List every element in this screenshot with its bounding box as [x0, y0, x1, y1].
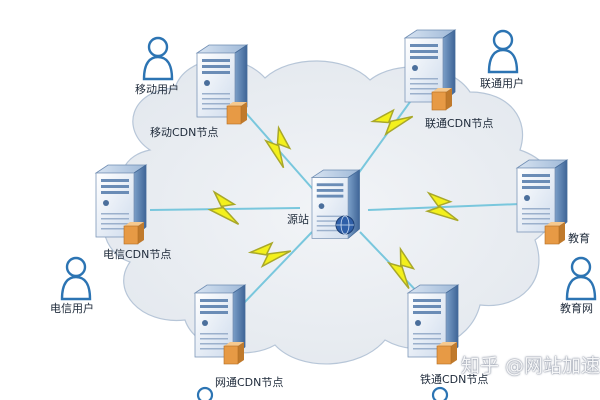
- storage-box-icon: [436, 341, 458, 365]
- link-origin-mobile: [244, 111, 319, 196]
- server-netcom-cdn: [194, 284, 246, 365]
- user-icon-mobile: [142, 36, 174, 81]
- link-origin-netcom: [241, 231, 313, 306]
- telecom-user-label: 电信用户: [50, 302, 94, 315]
- server-mobile-cdn: [196, 44, 248, 125]
- server-unicom-cdn: [404, 29, 456, 111]
- origin-label: 源站: [287, 213, 309, 226]
- storage-box-icon: [123, 221, 145, 245]
- education-user-label: 教育网: [560, 302, 593, 315]
- netcom-cdn-label: 网通CDN节点: [215, 376, 284, 389]
- link-origin-education: [367, 203, 521, 211]
- watermark-text: 知乎 @网站加速: [460, 355, 600, 377]
- unicom-cdn-label: 联通CDN节点: [425, 117, 494, 130]
- server-railcom-cdn: [407, 284, 459, 365]
- globe-icon: [335, 215, 355, 235]
- user-icon-unicom: [487, 29, 519, 74]
- server-telecom-cdn: [95, 164, 147, 245]
- storage-box-icon: [223, 341, 245, 365]
- mobile-user-label: 移动用户: [135, 83, 179, 96]
- storage-box-icon: [544, 221, 566, 245]
- server-icon: [516, 159, 568, 233]
- mobile-cdn-label: 移动CDN节点: [150, 126, 219, 139]
- railcom-cdn-label: 铁通CDN节点: [420, 373, 489, 386]
- storage-box-icon: [431, 87, 453, 111]
- user-icon-partial: [196, 386, 449, 400]
- user-icon-education: [565, 256, 597, 301]
- education-cdn-label: 教育: [568, 232, 590, 245]
- server-origin: [311, 169, 360, 239]
- unicom-user-label: 联通用户: [480, 77, 524, 90]
- link-origin-unicom: [349, 94, 416, 186]
- server-education-cdn: [516, 159, 568, 245]
- user-icon-telecom: [60, 256, 92, 301]
- storage-box-icon: [226, 101, 248, 125]
- telecom-cdn-label: 电信CDN节点: [103, 248, 172, 261]
